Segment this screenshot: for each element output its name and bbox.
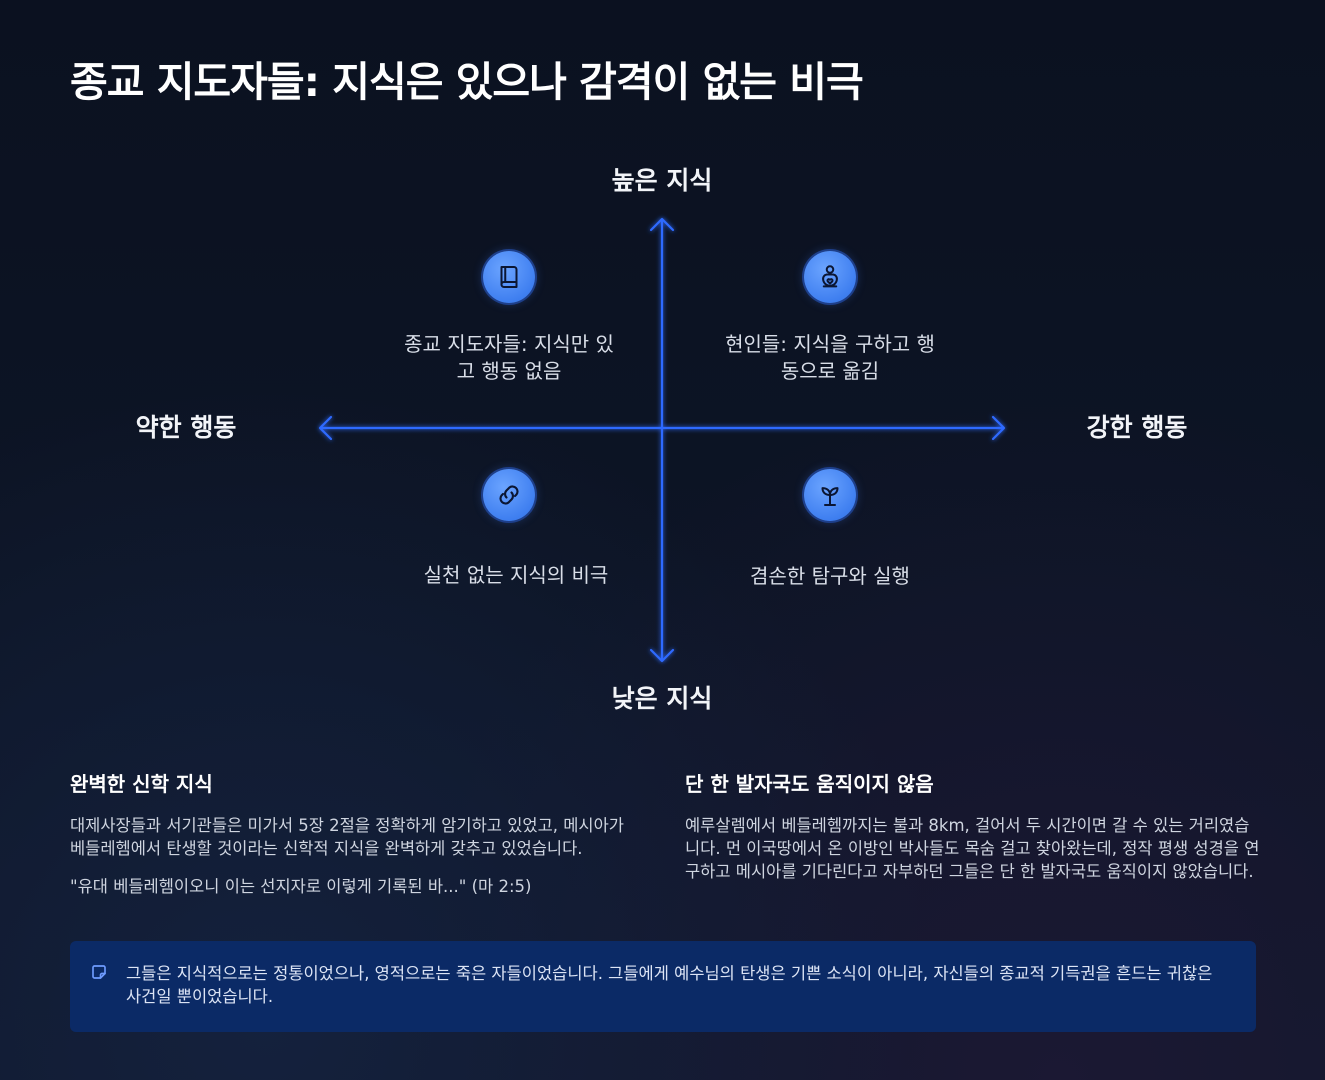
quadrant-label-bottom-right: 겸손한 탐구와 실행 xyxy=(750,564,910,588)
note-icon xyxy=(92,965,106,979)
axis-label-right: 강한 행동 xyxy=(1086,413,1188,442)
section-heading-left: 완벽한 신학 지식 xyxy=(70,772,213,796)
sprout-icon xyxy=(804,469,856,521)
quadrant-label-bottom-left: 실천 없는 지식의 비극 xyxy=(423,563,609,587)
person-heart-icon xyxy=(804,251,856,303)
axis-label-left: 약한 행동 xyxy=(135,413,237,442)
section-body-right: 예루살렘에서 베들레헴까지는 불과 8km, 걸어서 두 시간이면 갈 수 있는… xyxy=(685,816,1260,881)
page-title: 종교 지도자들: 지식은 있으나 감격이 없는 비극 xyxy=(70,58,864,106)
arrow-up xyxy=(649,217,675,232)
book-icon xyxy=(483,251,535,303)
section-body-left: 대제사장들과 서기관들은 미가서 5장 2절을 정확하게 암기하고 있었고, 메… xyxy=(70,816,624,858)
arrow-left xyxy=(318,415,333,441)
callout-box: 그들은 지식적으로는 정통이었으나, 영적으로는 죽은 자들이었습니다. 그들에… xyxy=(70,941,1256,1032)
section-quote-left: "유대 베들레헴이오니 이는 선지자로 이렇게 기록된 바..." (마 2:5… xyxy=(70,877,532,896)
axis-label-bottom: 낮은 지식 xyxy=(611,684,713,713)
arrow-down xyxy=(649,648,675,663)
arrow-right xyxy=(991,415,1006,441)
quadrant-label-top-right: 현인들: 지식을 구하고 행 동으로 옮김 xyxy=(725,332,935,383)
quadrant-label-top-left: 종교 지도자들: 지식만 있 고 행동 없음 xyxy=(404,332,614,383)
axis-label-top: 높은 지식 xyxy=(611,166,713,195)
broken-link-icon xyxy=(483,469,535,521)
callout-text: 그들은 지식적으로는 정통이었으나, 영적으로는 죽은 자들이었습니다. 그들에… xyxy=(126,964,1213,1006)
section-heading-right: 단 한 발자국도 움직이지 않음 xyxy=(685,772,934,796)
